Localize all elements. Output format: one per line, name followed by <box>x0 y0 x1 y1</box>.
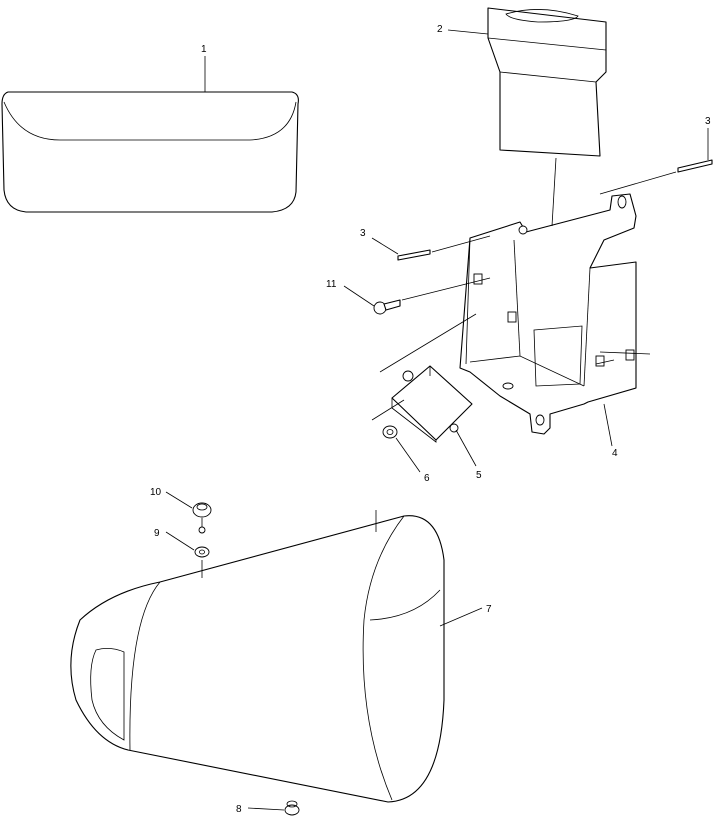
callout-labels: 1 2 3 3 4 5 6 7 8 9 10 11 <box>150 24 711 815</box>
callout-10: 10 <box>150 487 162 498</box>
callout-11: 11 <box>326 279 337 290</box>
callout-7: 7 <box>486 604 492 615</box>
callout-2: 2 <box>437 24 443 35</box>
part-3-clip-right[interactable] <box>677 159 713 173</box>
leader-lines <box>165 29 709 811</box>
callout-1: 1 <box>201 44 207 55</box>
part-1-pad[interactable] <box>1 91 299 213</box>
callout-5: 5 <box>476 470 482 481</box>
part-6-nut[interactable] <box>382 425 398 439</box>
part-7-housing[interactable] <box>70 515 445 803</box>
callout-3-left: 3 <box>360 228 366 239</box>
part-2-duct[interactable] <box>487 7 607 157</box>
part-8-grommet[interactable] <box>284 800 300 816</box>
callout-6: 6 <box>424 473 430 484</box>
part-3-clip-left[interactable] <box>397 249 431 261</box>
callout-8: 8 <box>236 804 242 815</box>
part-10-knob[interactable] <box>192 502 212 534</box>
callout-3-right: 3 <box>705 116 711 127</box>
callout-4: 4 <box>612 448 618 459</box>
part-11-bolt[interactable] <box>373 299 401 315</box>
part-9-washer[interactable] <box>194 546 210 558</box>
callout-9: 9 <box>154 528 160 539</box>
part-4-bracket[interactable] <box>459 193 637 435</box>
part-5-relay[interactable] <box>391 365 473 443</box>
